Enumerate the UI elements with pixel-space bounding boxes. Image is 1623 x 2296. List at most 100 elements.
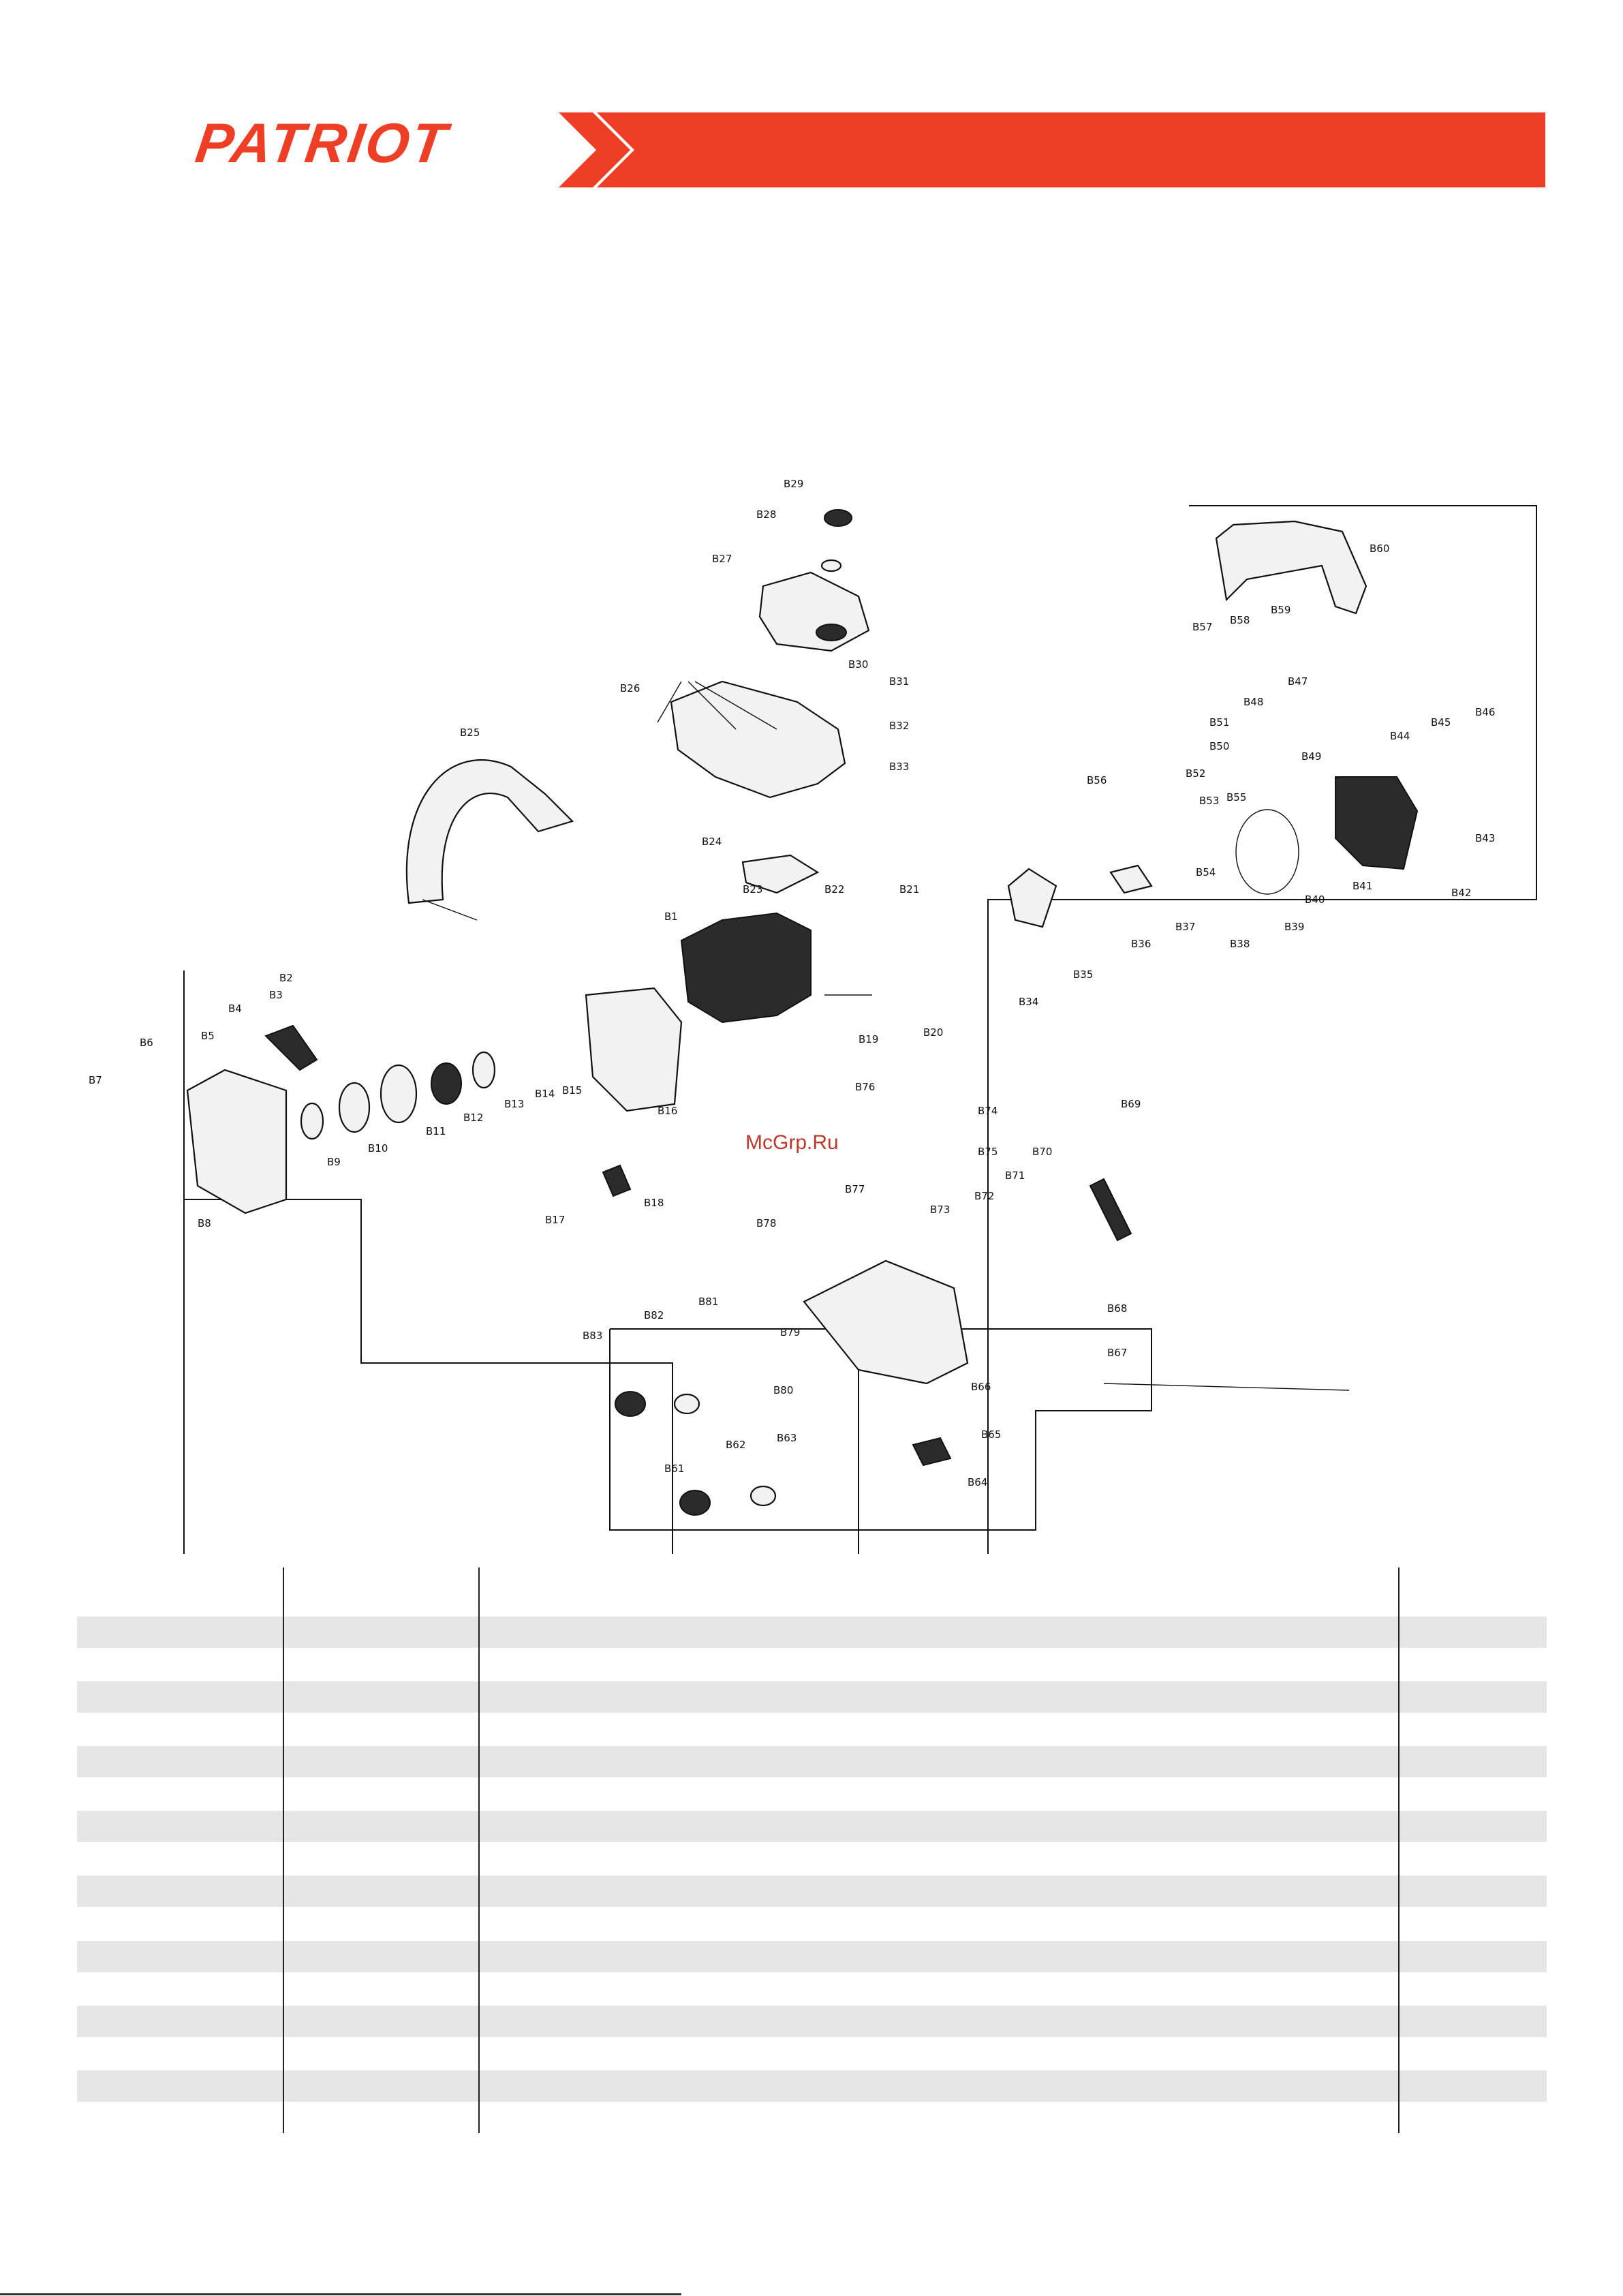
label-b68: B68 — [1107, 1302, 1127, 1315]
label-b48: B48 — [1243, 696, 1263, 708]
label-b17: B17 — [545, 1214, 565, 1226]
table-row-stripe — [77, 1941, 1547, 1972]
label-b13: B13 — [504, 1098, 524, 1110]
label-b55: B55 — [1226, 791, 1246, 803]
label-b57: B57 — [1192, 621, 1212, 633]
label-b54: B54 — [1196, 866, 1216, 878]
label-b44: B44 — [1390, 730, 1410, 742]
engine-cover — [670, 680, 846, 799]
label-b43: B43 — [1475, 832, 1495, 844]
label-b60: B60 — [1370, 542, 1389, 555]
label-b79: B79 — [780, 1326, 800, 1338]
plate-b35 — [1007, 868, 1057, 928]
label-b18: B18 — [644, 1197, 664, 1209]
label-b21: B21 — [899, 883, 919, 896]
starter-housing — [585, 987, 683, 1112]
cap-b61 — [679, 1490, 711, 1516]
label-b4: B4 — [228, 1002, 242, 1015]
front-handle — [405, 759, 574, 904]
diagram-svg: B1 B2 B3 B4 B5 B6 B7 B8 B9 B10 B11 B12 B… — [89, 478, 1537, 1609]
label-b66: B66 — [971, 1381, 991, 1393]
page-header: PATRIOT — [0, 0, 1623, 204]
label-b40: B40 — [1305, 893, 1325, 906]
top-cover — [758, 571, 870, 652]
label-b83: B83 — [583, 1330, 602, 1342]
label-b64: B64 — [968, 1476, 987, 1488]
table-column-divider — [283, 1567, 284, 2133]
rear-handle — [803, 1259, 969, 1385]
label-b24: B24 — [702, 836, 722, 848]
ring-b82 — [673, 1393, 700, 1415]
label-b82: B82 — [644, 1309, 664, 1321]
table-row-stripe — [77, 1811, 1547, 1842]
washer — [820, 559, 842, 572]
spring-b12 — [431, 1062, 462, 1105]
label-b2: B2 — [279, 972, 293, 984]
label-b9: B9 — [327, 1156, 341, 1168]
label-b37: B37 — [1175, 921, 1195, 933]
label-b52: B52 — [1186, 767, 1205, 780]
label-b38: B38 — [1230, 938, 1250, 950]
label-b11: B11 — [426, 1125, 446, 1137]
header-banner — [559, 112, 1545, 187]
label-b31: B31 — [889, 675, 909, 688]
label-b62: B62 — [726, 1439, 745, 1451]
table-row-stripe — [77, 2006, 1547, 2037]
recoil-cover — [186, 1069, 288, 1214]
label-b7: B7 — [89, 1074, 102, 1086]
label-b26: B26 — [620, 682, 640, 694]
ring-b62 — [749, 1485, 777, 1507]
chain-brake-guard — [1215, 520, 1367, 615]
table-row-stripe — [77, 1617, 1547, 1648]
starter-handle — [264, 1024, 318, 1071]
label-b34: B34 — [1019, 996, 1038, 1008]
strainer-b64 — [912, 1437, 952, 1467]
cap-b83 — [615, 1391, 646, 1417]
label-b61: B61 — [664, 1463, 684, 1475]
watermark: McGrp.Ru — [745, 1131, 839, 1154]
disc-b13 — [472, 1051, 496, 1089]
label-b8: B8 — [198, 1217, 211, 1229]
label-b36: B36 — [1131, 938, 1151, 950]
brake-band — [1235, 809, 1299, 895]
label-b67: B67 — [1107, 1347, 1127, 1359]
label-b59: B59 — [1271, 604, 1290, 616]
label-b20: B20 — [923, 1026, 943, 1039]
right-frame — [858, 505, 1537, 1568]
footer-rule — [0, 2293, 681, 2295]
bottom-frame — [609, 1328, 1152, 1531]
engine-block — [680, 912, 812, 1024]
label-b76: B76 — [855, 1081, 875, 1093]
label-b30: B30 — [848, 658, 868, 671]
label-b74: B74 — [978, 1105, 998, 1117]
label-b33: B33 — [889, 761, 909, 773]
disc-b9 — [300, 1102, 324, 1140]
label-b53: B53 — [1199, 795, 1219, 807]
label-b27: B27 — [712, 553, 732, 565]
table-column-divider — [1398, 1567, 1400, 2133]
label-b16: B16 — [658, 1105, 677, 1117]
label-b50: B50 — [1209, 740, 1229, 752]
label-b56: B56 — [1087, 774, 1107, 786]
label-b46: B46 — [1475, 706, 1495, 718]
label-b78: B78 — [756, 1217, 776, 1229]
label-b73: B73 — [930, 1204, 950, 1216]
label-b71: B71 — [1005, 1169, 1025, 1182]
label-b29: B29 — [784, 478, 803, 490]
label-b22: B22 — [824, 883, 844, 896]
label-b32: B32 — [889, 720, 909, 732]
brake-housing — [1335, 776, 1419, 870]
brake-lever-b37 — [1109, 864, 1153, 894]
cap — [824, 509, 852, 527]
disc-b11 — [380, 1064, 418, 1124]
label-b25: B25 — [460, 726, 480, 739]
table-column-divider — [478, 1567, 480, 2133]
label-b80: B80 — [773, 1384, 793, 1396]
label-b63: B63 — [777, 1432, 797, 1444]
table-row-stripe — [77, 1681, 1547, 1713]
label-b6: B6 — [140, 1037, 153, 1049]
label-b65: B65 — [981, 1428, 1001, 1441]
label-b15: B15 — [562, 1084, 582, 1097]
label-b58: B58 — [1230, 614, 1250, 626]
disc-b10 — [338, 1082, 371, 1133]
